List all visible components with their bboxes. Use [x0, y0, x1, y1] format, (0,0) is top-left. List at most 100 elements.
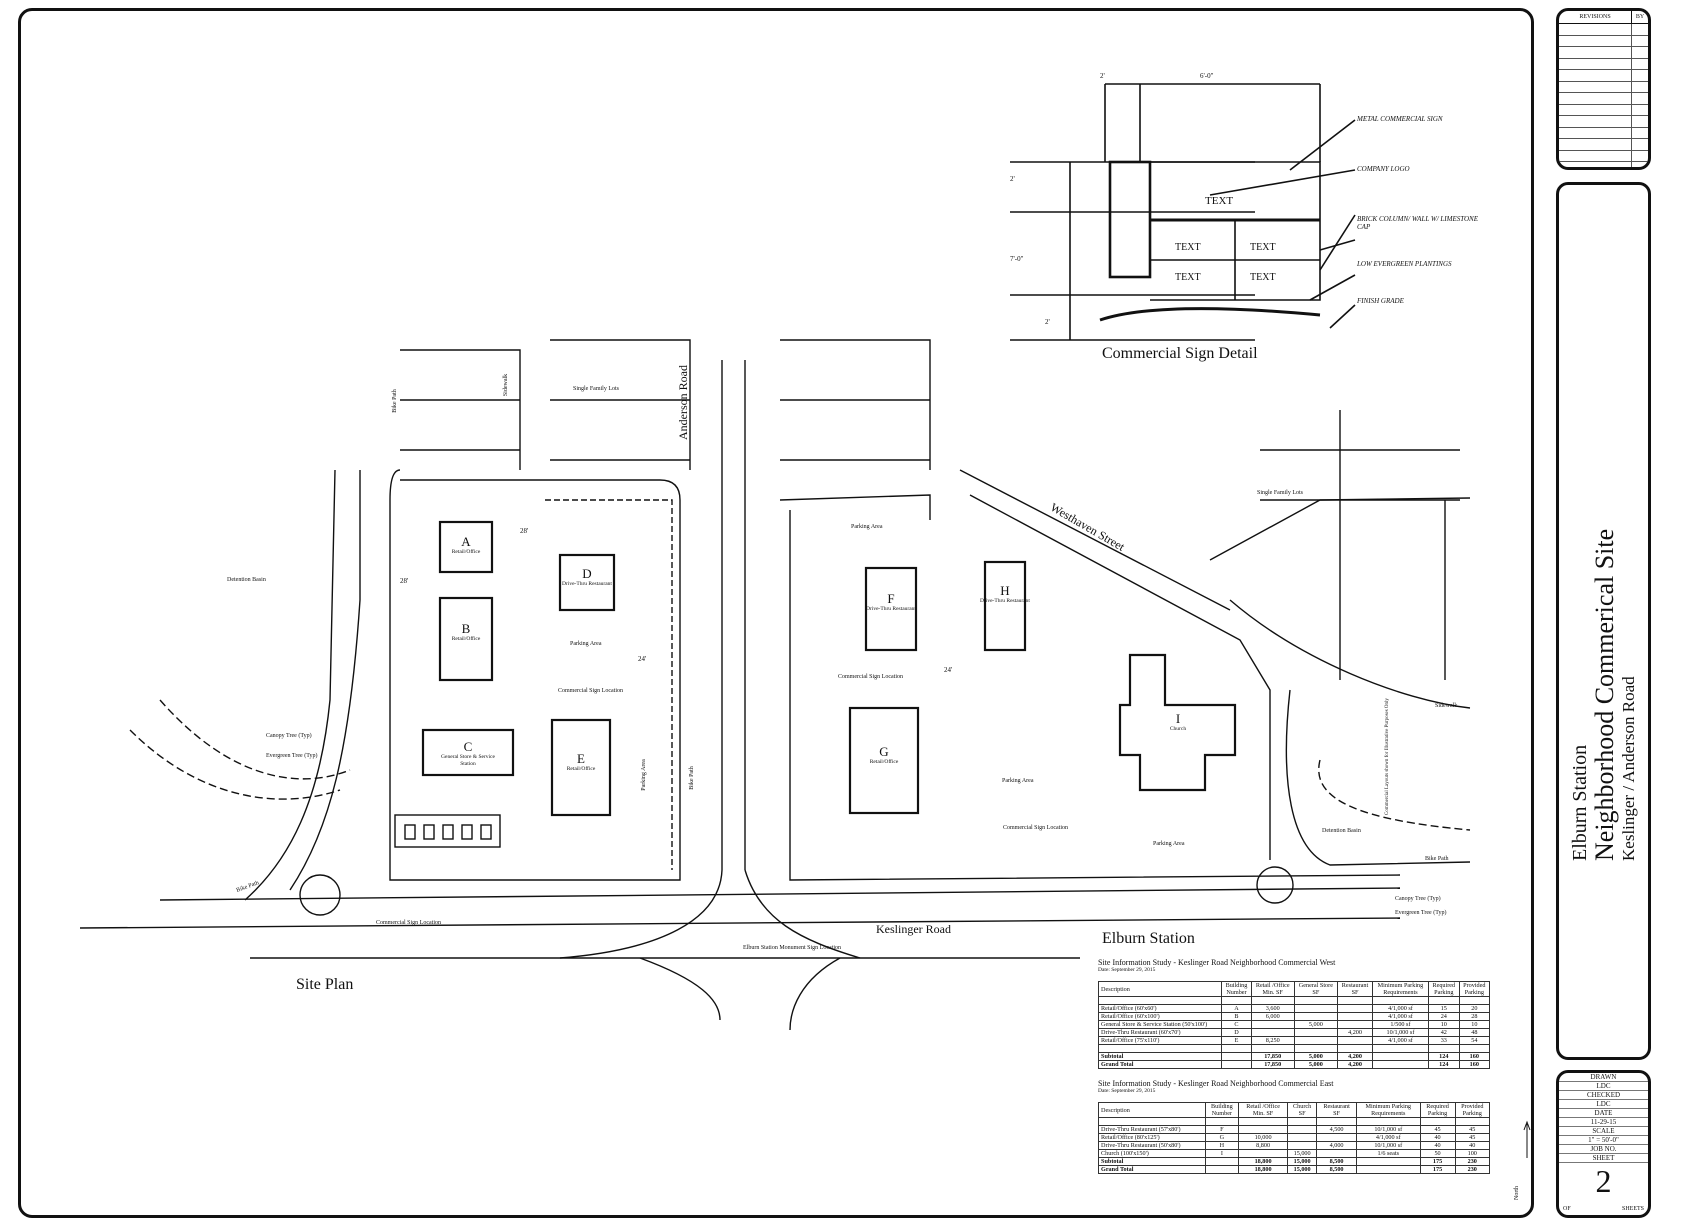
table-cell: 48	[1458, 1028, 1491, 1037]
label-bike-path-north: Bike Path	[391, 389, 398, 413]
table-cell: 10/1,000 sf	[1371, 1028, 1429, 1037]
study-heading: Elburn Station	[1102, 930, 1195, 947]
sign-text-2: TEXT	[1250, 242, 1276, 253]
checked-value: LDC	[1559, 1100, 1648, 1109]
label-sign-loc-west: Commercial Sign Location	[558, 688, 623, 694]
table-cell	[1316, 1133, 1357, 1142]
label-dim-28-a: 28'	[520, 527, 529, 535]
scale-label: SCALE	[1559, 1127, 1648, 1136]
label-monument-sign: Elburn Station Monument Sign Location	[743, 945, 841, 951]
revision-row	[1559, 150, 1648, 162]
table-cell: Subtotal	[1097, 1052, 1223, 1061]
revision-row	[1559, 35, 1648, 47]
building-letter: A	[461, 534, 471, 549]
table-cell: 230	[1454, 1165, 1490, 1174]
building-letter: H	[1000, 583, 1010, 598]
label-single-family-lots-west: Single Family Lots	[573, 386, 620, 392]
table-cell: 54	[1458, 1036, 1491, 1045]
table-cell	[1293, 1012, 1339, 1021]
table-cell	[1204, 1165, 1240, 1174]
table-cell: 8,250	[1250, 1036, 1295, 1045]
sign-dim-w2: 6'-0"	[1200, 72, 1214, 80]
table-cell	[1293, 1028, 1339, 1037]
table-cell: Retail/Office (60'x60')	[1097, 1004, 1223, 1013]
date-label: DATE	[1559, 1109, 1648, 1118]
table-cell: 15,000	[1286, 1165, 1318, 1174]
label-sign-loc-east: Commercial Sign Location	[1003, 825, 1068, 831]
table-cell: 20	[1458, 1004, 1491, 1013]
table-cell: Grand Total	[1098, 1165, 1206, 1174]
label-single-family-lots-east: Single Family Lots	[1257, 490, 1304, 496]
sign-dim-h1: 2'	[1010, 175, 1015, 183]
west-table-date: Date: September 29, 2015	[1098, 967, 1156, 973]
table-cell: 1/500 sf	[1371, 1020, 1429, 1029]
sheet-title: Neighborhood Commerical Site	[1589, 528, 1619, 861]
table-cell: C	[1221, 1020, 1252, 1029]
table-cell: 8,500	[1316, 1165, 1357, 1174]
header-line: Requirements	[1383, 989, 1418, 996]
table-cell: 17,850	[1250, 1060, 1295, 1069]
table-cell: 10/1,000 sf	[1355, 1125, 1421, 1134]
sign-text-1: TEXT	[1175, 242, 1201, 253]
table-cell: 160	[1458, 1060, 1491, 1069]
east-table-date: Date: September 29, 2015	[1098, 1088, 1156, 1094]
label-north: North	[1514, 1186, 1520, 1200]
revision-row	[1559, 116, 1648, 128]
table-cell: 4,200	[1337, 1060, 1373, 1069]
table-cell	[1337, 1036, 1373, 1045]
title-block: Elburn Station Neighborhood Commerical S…	[1556, 182, 1651, 1060]
sign-dim-h2: 7'-0"	[1010, 255, 1024, 263]
table-cell: 28	[1458, 1012, 1491, 1021]
revision-row	[1559, 47, 1648, 59]
header-line: SF	[1298, 1110, 1306, 1117]
table-cell	[1355, 1157, 1421, 1166]
road-keslinger: Keslinger Road	[876, 922, 951, 936]
label-sign-loc-southwest: Commercial Sign Location	[376, 920, 441, 926]
header-line: SF	[1312, 989, 1320, 996]
table-cell: 8,800	[1238, 1141, 1288, 1150]
header-line: Number	[1211, 1110, 1232, 1117]
label-evergreen-tree-east: Evergreen Tree (Typ)	[1395, 910, 1447, 916]
label-parking-east: Parking Area	[1002, 778, 1034, 784]
table-cell: 5,000	[1293, 1060, 1339, 1069]
table-cell: Church (100'x150')	[1098, 1149, 1206, 1158]
north-arrow-icon	[1523, 1120, 1531, 1158]
table-cell	[1221, 1052, 1252, 1061]
table-cell: 4/1,000 sf	[1355, 1133, 1421, 1142]
header-line: Required	[1426, 1103, 1449, 1110]
building-letter: F	[887, 591, 895, 606]
table-cell: 175	[1419, 1165, 1456, 1174]
table-cell	[1250, 1028, 1295, 1037]
revision-row	[1559, 104, 1648, 116]
revision-row	[1559, 162, 1648, 167]
label-sidewalk-north: Sidewalk	[503, 373, 510, 397]
checked-label: CHECKED	[1559, 1091, 1648, 1100]
label-dim-24-a: 24'	[638, 655, 647, 663]
table-cell: H	[1204, 1141, 1240, 1150]
label-disclaimer: Commercial Layouts shown for Illustrativ…	[1385, 698, 1390, 815]
sign-detail-title: Commercial Sign Detail	[1102, 345, 1258, 362]
site-plan-title: Site Plan	[296, 976, 354, 993]
table-cell: 3,600	[1250, 1004, 1295, 1013]
header-line: Parking	[1434, 989, 1454, 996]
header-line: Parking	[1462, 1110, 1482, 1117]
table-cell	[1250, 1020, 1295, 1029]
table-cell: 4/1,000 sf	[1371, 1012, 1429, 1021]
label-bike-path-east: Bike Path	[1425, 856, 1449, 862]
table-cell: 50	[1419, 1149, 1456, 1158]
table-cell: General Store & Service Station (50'x100…	[1097, 1020, 1223, 1029]
